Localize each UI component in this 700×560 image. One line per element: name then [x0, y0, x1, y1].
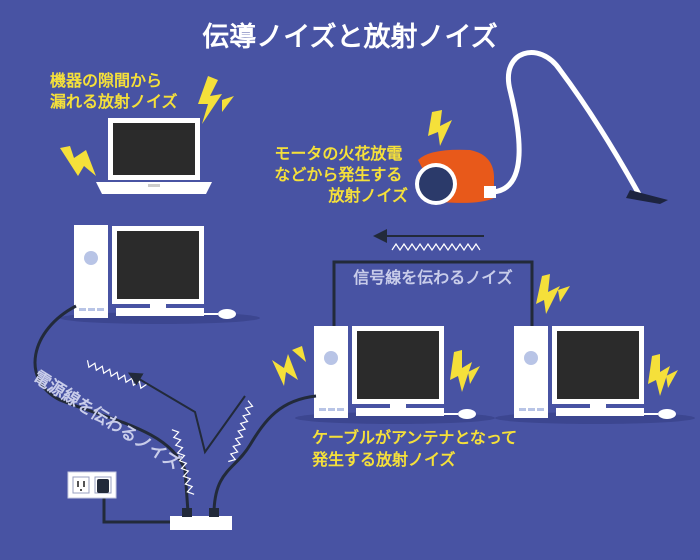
motor-noise-line-2: などから発生する — [274, 165, 402, 184]
spark-icon — [60, 146, 96, 176]
signal-cable — [332, 260, 534, 326]
power-strip-icon — [170, 508, 232, 530]
power-noise-arrow — [127, 372, 246, 455]
page-title: 伝導ノイズと放射ノイズ — [202, 21, 497, 53]
laptop-icon — [96, 118, 212, 194]
gap-noise-line-1: 機器の隙間から — [50, 71, 162, 90]
motor-noise-label: モータの火花放電 などから発生する 放射ノイズ — [274, 144, 408, 205]
spark-icon — [198, 76, 234, 124]
spark-icon — [272, 346, 306, 386]
power-noise-label: 電源線を伝わるノイズ — [29, 366, 184, 474]
motor-noise-line-1: モータの火花放電 — [274, 144, 402, 163]
desktop-computer-icon — [60, 225, 260, 324]
desktop-computer-icon — [495, 326, 695, 424]
cable-noise-line-2: 発生する放射ノイズ — [311, 450, 456, 469]
motor-noise-line-3: 放射ノイズ — [327, 186, 408, 205]
spark-icon — [428, 110, 452, 146]
spark-icon — [648, 354, 678, 396]
gap-noise-line-2: 漏れる放射ノイズ — [50, 92, 178, 111]
power-cables — [33, 304, 317, 524]
signal-noise-label: 信号線を伝わるノイズ — [353, 268, 513, 287]
vacuum-cleaner-icon — [415, 50, 668, 205]
cable-noise-line-1: ケーブルがアンテナとなって — [312, 428, 517, 447]
spark-icon — [536, 274, 570, 314]
spark-icon — [450, 350, 480, 392]
cable-noise-label: ケーブルがアンテナとなって 発生する放射ノイズ — [311, 428, 523, 469]
gap-noise-label: 機器の隙間から 漏れる放射ノイズ — [50, 71, 178, 111]
signal-noise-arrow — [373, 229, 484, 252]
wall-outlet-icon — [67, 471, 117, 499]
desktop-computer-icon — [295, 326, 495, 424]
